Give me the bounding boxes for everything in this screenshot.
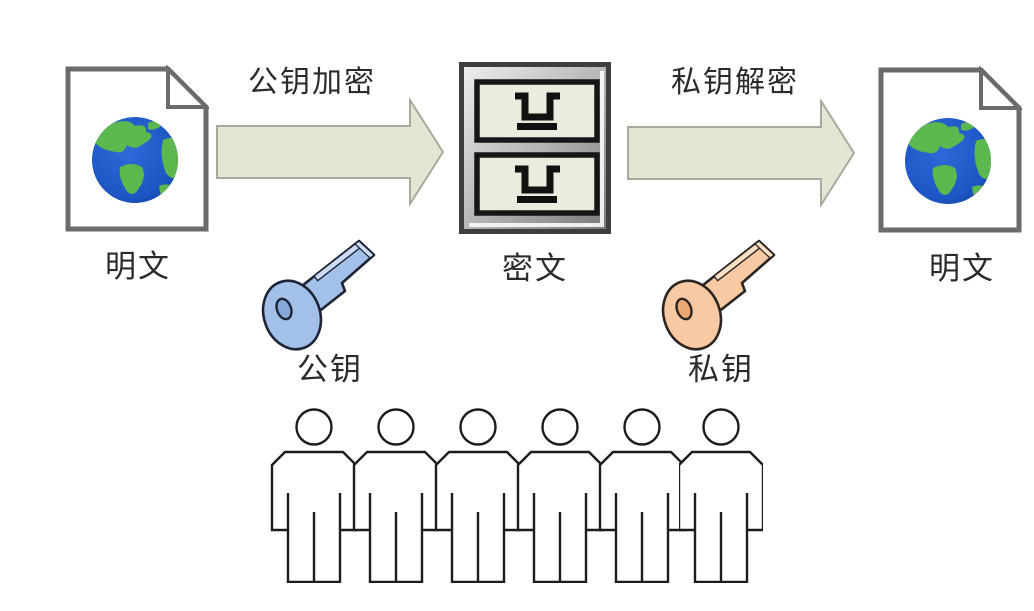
person-figure <box>679 410 763 583</box>
person-figure <box>600 410 684 583</box>
ciphertext-cabinet-icon <box>459 62 611 234</box>
encrypt-arrow-icon <box>215 98 445 206</box>
plaintext-document-left-icon <box>65 65 209 233</box>
decrypt-arrow-icon <box>626 99 856 207</box>
private-key-label: 私钥 <box>688 352 754 387</box>
person-figure <box>518 410 602 583</box>
person-figure <box>354 410 438 583</box>
private-key-icon <box>658 236 782 352</box>
public-key-label: 公钥 <box>297 352 363 387</box>
person-figure <box>272 410 356 583</box>
private-user-figure <box>679 405 763 583</box>
public-key-icon <box>258 236 382 352</box>
person-figure <box>436 410 520 583</box>
plaintext-document-right-icon <box>878 66 1022 234</box>
document-globe-icon <box>881 70 1019 230</box>
plaintext-left-label: 明文 <box>105 249 171 284</box>
plaintext-right-label: 明文 <box>929 251 995 286</box>
encrypt-arrow-label: 公钥加密 <box>248 66 376 99</box>
ciphertext-label: 密文 <box>502 251 568 286</box>
decrypt-arrow-label: 私钥解密 <box>671 66 799 99</box>
public-users-group <box>108 405 520 583</box>
document-globe-icon <box>68 69 206 229</box>
